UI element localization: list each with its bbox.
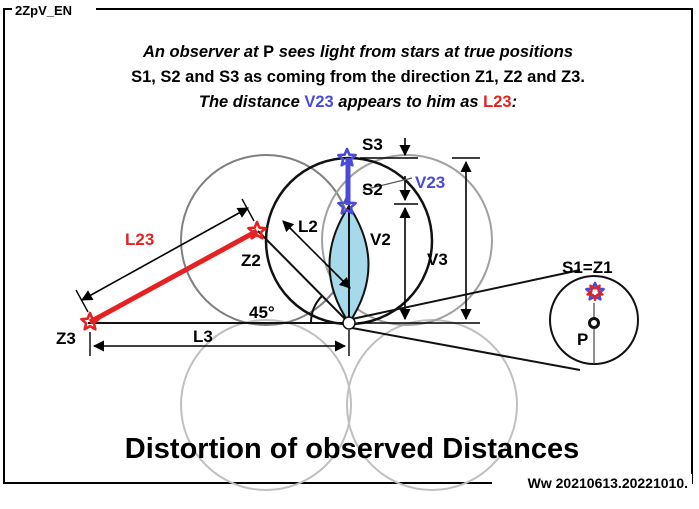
label-v2: V2 (370, 230, 391, 249)
label-l3: L3 (193, 327, 213, 346)
angle-arc (309, 295, 323, 324)
label-angle: 45° (249, 303, 275, 322)
star-s1z1-blue (585, 281, 605, 301)
dim-l2 (282, 220, 351, 289)
frame-tag: 2ZpV_EN (15, 3, 72, 18)
outer-frame (3, 8, 693, 484)
star-s2 (337, 195, 357, 215)
label-z2: Z2 (241, 251, 261, 270)
tangent-top (351, 269, 581, 320)
label-p: P (577, 330, 588, 349)
label-s3: S3 (362, 135, 383, 154)
dim-l23 (81, 207, 249, 301)
frame-tag-bg (12, 2, 96, 18)
label-l2: L2 (298, 217, 318, 236)
chord-l23 (88, 228, 259, 325)
v23-leader (362, 177, 413, 191)
dim-l23-tick-left (75, 289, 89, 313)
star-z2 (247, 220, 267, 240)
label-v23: V23 (415, 173, 445, 192)
dim-l23-tick-right (241, 198, 255, 222)
circle-lower-left (180, 319, 352, 491)
inset-observer-dot (588, 317, 600, 329)
frame-footer-bg (492, 474, 692, 492)
star-s3 (337, 147, 357, 167)
star-s1z1-red (586, 284, 604, 302)
label-l23: L23 (125, 230, 154, 249)
label-v3: V3 (427, 250, 448, 269)
star-z3 (80, 311, 100, 331)
observer-point-p (342, 316, 356, 330)
label-s2: S2 (362, 180, 383, 199)
label-s1z1: S1=Z1 (562, 258, 613, 277)
caption-line-3: The distance V23 appears to him as L23: (199, 93, 517, 111)
caption-line-1: An observer at P sees light from stars a… (142, 43, 573, 61)
circle-lower-right (346, 319, 518, 491)
tangent-bottom (351, 327, 581, 371)
diagram-title: Distortion of observed Distances (125, 433, 579, 465)
caption-line-2: S1, S2 and S3 as coming from the directi… (131, 68, 585, 86)
label-z3: Z3 (56, 329, 76, 348)
frame-footer: Ww 20210613.20221010. (528, 475, 688, 491)
